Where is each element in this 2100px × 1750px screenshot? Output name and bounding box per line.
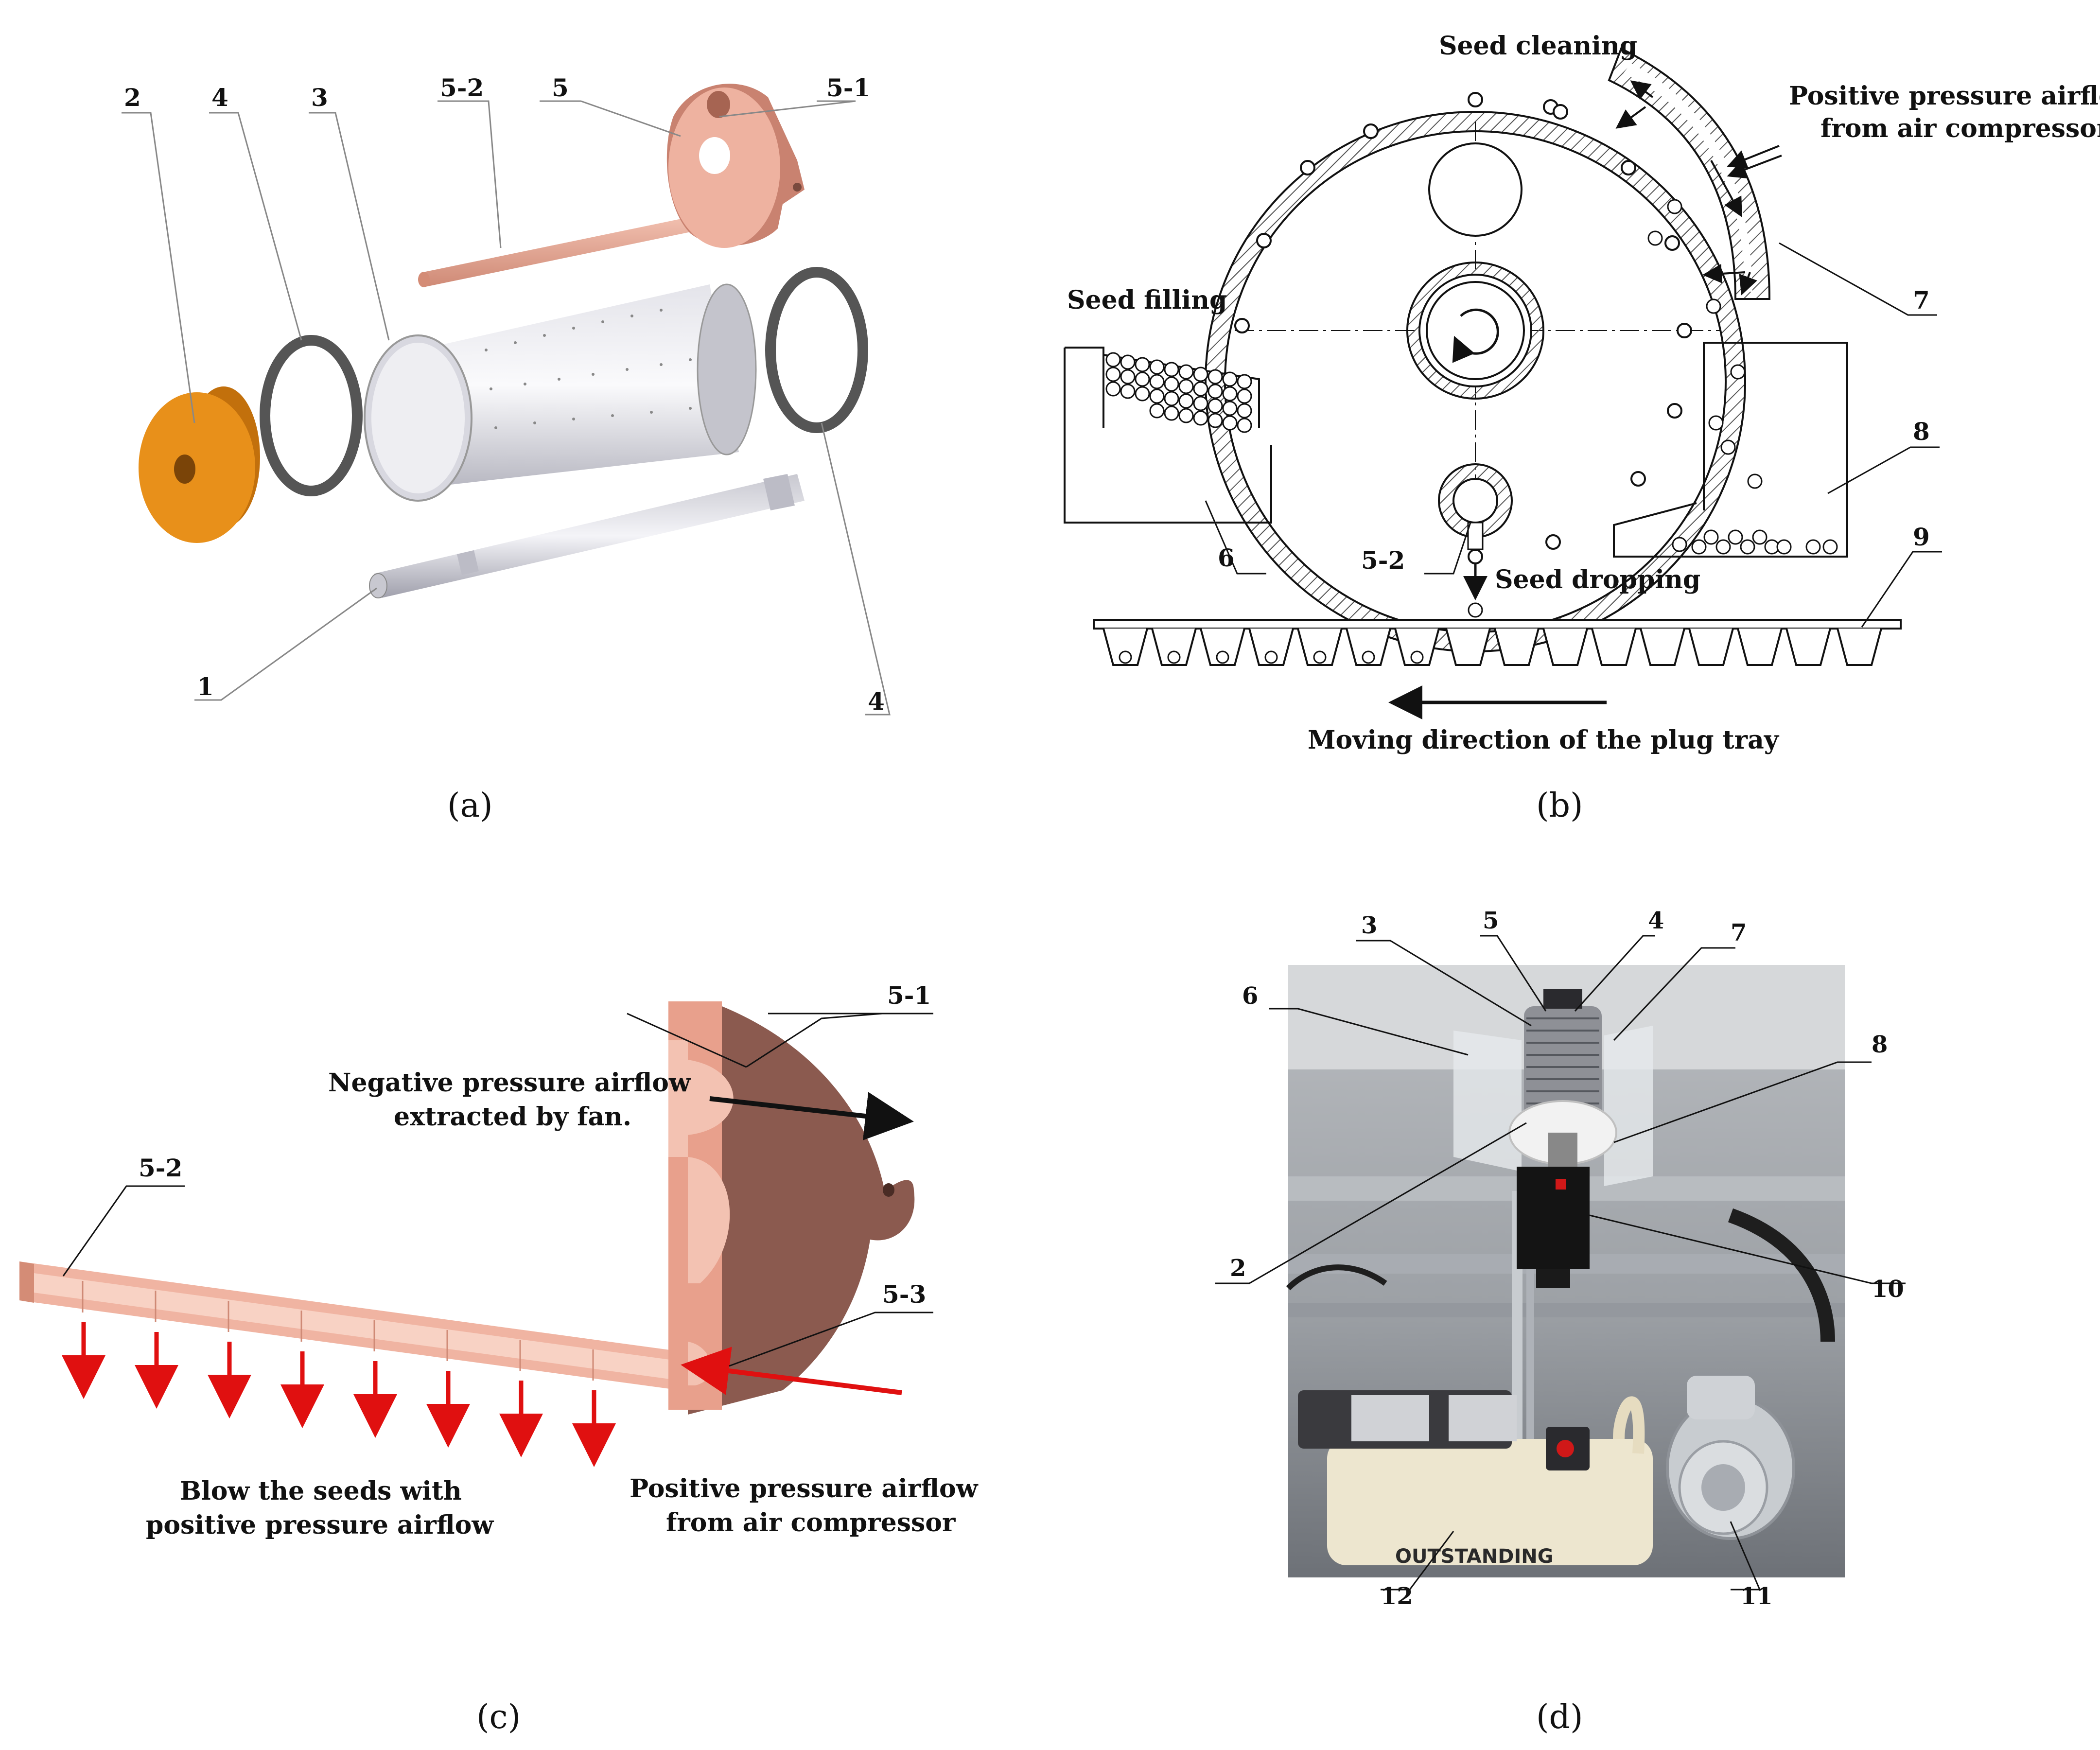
part-2-end-disk: [139, 386, 260, 543]
panel-d: OUTSTANDING 3 5 4 7 6 8: [1215, 907, 1906, 1736]
part-5-2-section: [19, 1261, 688, 1393]
label-d-11: 11: [1740, 1583, 1773, 1610]
text-seed-filling: Seed filling: [1067, 285, 1227, 315]
label-5-1: 5-1: [826, 73, 870, 102]
label-b-9: 9: [1913, 523, 1930, 551]
part-5-2-tube: [418, 213, 713, 287]
caption-b: (b): [1536, 787, 1583, 825]
label-d-7: 7: [1731, 919, 1747, 946]
air-channel-7: [1608, 47, 1782, 314]
label-d-4: 4: [1648, 907, 1664, 934]
photo-blower: [1666, 1376, 1795, 1540]
label-d-2: 2: [1230, 1255, 1246, 1282]
text-seed-dropping: Seed dropping: [1495, 565, 1700, 595]
brand-text: OUTSTANDING: [1395, 1545, 1554, 1568]
label-d-5: 5: [1483, 907, 1499, 934]
part-4-ring-right: [765, 267, 868, 433]
label-d-3: 3: [1361, 912, 1377, 939]
text-pos-air-c-2: from air compressor: [666, 1508, 956, 1538]
label-b-8: 8: [1913, 417, 1930, 446]
label-d-8: 8: [1872, 1031, 1888, 1058]
caption-c: (c): [476, 1698, 521, 1736]
text-pos-air-c-1: Positive pressure airflow: [630, 1474, 979, 1504]
panel-c: 5-1 5-2 5-3 Negative pressure airflow ex…: [19, 981, 979, 1736]
text-neg-air-2: extracted by fan.: [394, 1102, 631, 1132]
panel-a: 2 4 3 5-2 5 5-1 1 4 (a): [122, 73, 891, 825]
text-blow-1: Blow the seeds with: [180, 1476, 462, 1506]
plug-tray-9: [1093, 619, 1902, 666]
caption-d: (d): [1536, 1698, 1583, 1736]
label-2: 2: [124, 83, 141, 112]
text-pos-air-1: Positive pressure airflow: [1789, 81, 2100, 111]
part-5-end-cap: [666, 84, 805, 248]
label-c-5-1: 5-1: [887, 981, 931, 1010]
label-b-7: 7: [1913, 286, 1930, 315]
text-seed-cleaning: Seed cleaning: [1439, 31, 1637, 61]
seed-box-6: [1064, 347, 1272, 524]
photo-compressor: OUTSTANDING: [1298, 1390, 1653, 1568]
outflow-arrow-icon: [709, 1092, 914, 1140]
label-1: 1: [197, 672, 214, 701]
inflow-arrow-icon: [681, 1347, 902, 1395]
photo-motor: [1517, 1167, 1590, 1269]
blow-arrows-icon: [62, 1322, 616, 1467]
text-neg-air-1: Negative pressure airflow: [328, 1068, 691, 1098]
part-5-1-section: [668, 1001, 915, 1415]
label-4-top: 4: [211, 83, 228, 112]
label-c-5-3: 5-3: [882, 1280, 926, 1309]
rotation-arrow-icon: [1452, 308, 1499, 363]
seed-box-8: [1613, 342, 1848, 558]
label-4-bottom: 4: [868, 687, 885, 716]
panel-b: Seed cleaning Positive pressure airflow …: [1064, 31, 2100, 825]
label-b-5-2: 5-2: [1361, 546, 1405, 575]
label-5: 5: [552, 73, 569, 102]
drum-hole-seeds: [1234, 92, 1692, 564]
label-b-6: 6: [1218, 543, 1235, 572]
label-3: 3: [311, 83, 328, 112]
label-5-2: 5-2: [440, 73, 484, 102]
caption-a: (a): [447, 787, 493, 825]
label-d-12: 12: [1381, 1583, 1413, 1610]
label-d-6: 6: [1242, 982, 1258, 1010]
text-blow-2: positive pressure airflow: [146, 1510, 494, 1540]
part-3-drum: [364, 283, 757, 502]
text-pos-air-2: from air compressor: [1820, 114, 2100, 143]
part-4-ring-left: [260, 335, 363, 496]
label-c-5-2: 5-2: [139, 1154, 182, 1182]
label-d-10: 10: [1872, 1276, 1904, 1303]
part-1-shaft: [369, 474, 805, 598]
text-moving-direction: Moving direction of the plug tray: [1308, 725, 1780, 755]
